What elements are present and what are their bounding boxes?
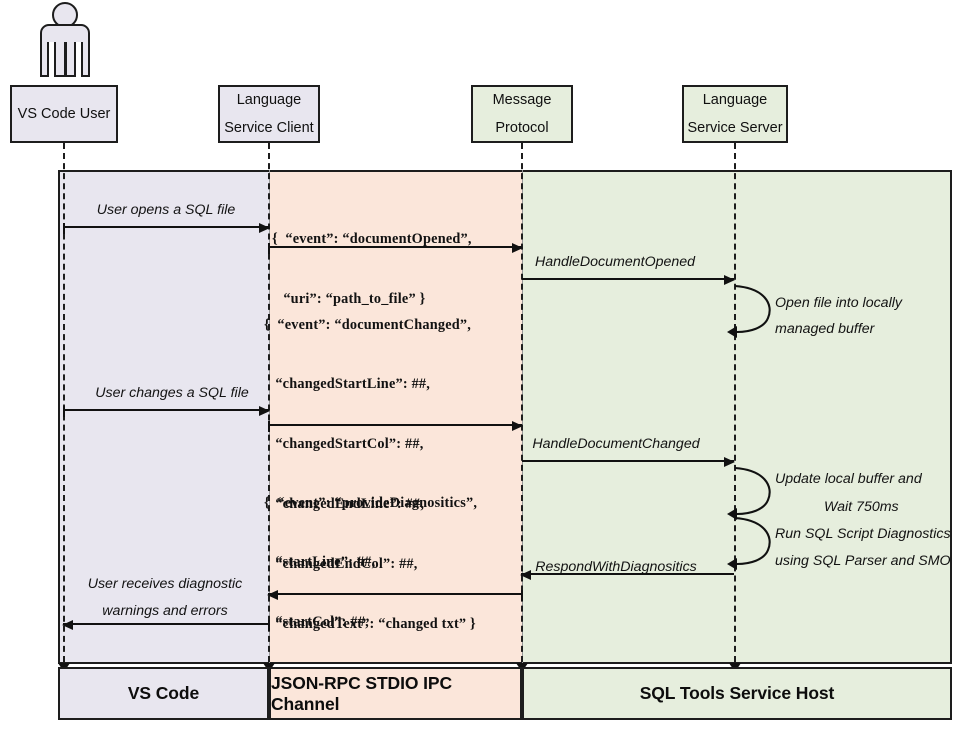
footer-sql-tools-host[interactable]: SQL Tools Service Host [522, 667, 952, 720]
footer-label: VS Code [127, 683, 200, 703]
arrow-tail [63, 223, 65, 234]
self-loop-open-file-buffer [727, 284, 771, 338]
handle-document-opened-label: HandleDocumentOpened [534, 254, 696, 270]
actor-leg-gap-left [47, 42, 56, 77]
participant-label: VS Code User [17, 105, 111, 122]
run-diagnostics-label-line2: using SQL Parser and SMO [775, 553, 951, 569]
arrow-user-changes-file [63, 405, 270, 417]
participant-vs-code-user[interactable]: VS Code User [10, 85, 118, 143]
arrow-respond-with-diagnositics [520, 569, 734, 580]
footer-label: SQL Tools Service Host [639, 683, 835, 703]
document-opened-payload: { “event”: “documentOpened”, “uri”: “pat… [272, 203, 472, 335]
user-receives-diag-label-line2: warnings and errors [102, 603, 228, 619]
self-loop-run-diagnostics [727, 516, 771, 570]
footer-jsonrpc[interactable]: JSON-RPC STDIO IPC Channel [269, 667, 522, 720]
self-loop-update-buffer-wait [727, 466, 771, 520]
json-line: “changedText”: “changed txt” } [264, 616, 476, 633]
participant-language-service-server[interactable]: Language Service Server [682, 85, 788, 143]
participant-message-protocol[interactable]: Message Protocol [471, 85, 573, 143]
json-line: { “event”: “documentChanged”, [264, 316, 472, 333]
user-changes-file-label: User changes a SQL file [95, 385, 249, 401]
arrow-head-icon [724, 274, 735, 285]
participant-label-line2: Service Client [224, 119, 314, 136]
arrow-handle-document-opened [522, 274, 735, 285]
arrow-head-icon [259, 405, 270, 416]
arrow-head-icon [512, 420, 523, 431]
json-line: { “event”: “documentOpened”, [272, 230, 472, 247]
arrow-head-icon [259, 222, 270, 233]
open-file-buffer-label-line1: Open file into locally [775, 295, 902, 311]
actor-leg-gap-right [74, 42, 83, 77]
json-line: “changedEndLine”: ##, [264, 496, 425, 513]
arrow-document-opened-to-protocol [268, 242, 523, 254]
participant-label-line2: Service Server [687, 119, 783, 136]
json-line: “startLine”: ##, [264, 554, 376, 571]
user-receives-diag-label-line1: User receives diagnostic [87, 576, 243, 592]
participant-label-line1: Language [236, 92, 302, 108]
user-opens-file-label: User opens a SQL file [96, 202, 236, 218]
lifeline-message-protocol [521, 143, 523, 672]
open-file-buffer-label-line2: managed buffer [775, 321, 875, 337]
respond-with-diagnositics-label: RespondWithDiagnositics [535, 559, 697, 575]
actor-leg-split [64, 42, 67, 77]
arrow-handle-document-changed [522, 456, 735, 467]
band-sql-tools-host [522, 170, 952, 664]
arrow-user-receives-diagnostics [62, 619, 270, 631]
footer-label: JSON-RPC STDIO IPC Channel [271, 672, 453, 714]
arrow-document-changed-to-protocol [268, 420, 523, 432]
arrow-user-opens-file [63, 222, 270, 234]
footer-vs-code[interactable]: VS Code [58, 667, 269, 720]
arrow-diagnositics-to-client [267, 589, 523, 601]
band-vs-code [58, 170, 269, 664]
json-line: “changedStartCol”: ##, [264, 436, 424, 453]
arrow-head-icon [267, 589, 278, 600]
json-line: “changedStartLine”: ##, [264, 376, 431, 393]
participant-label-line1: Language [702, 92, 768, 108]
json-line: { “event”: “provideDiagnositics”, [264, 494, 478, 511]
arrow-head-icon [62, 619, 73, 630]
document-changed-payload: { “event”: “documentChanged”, “changedSt… [264, 289, 476, 660]
arrow-tail [521, 590, 523, 601]
participant-label-line1: Message [492, 92, 552, 108]
arrow-tail [268, 243, 270, 254]
arrow-head-icon [512, 242, 523, 253]
arrow-tail [268, 421, 270, 432]
arrow-head-icon [724, 456, 735, 467]
arrow-head-icon [520, 569, 531, 580]
band-jsonrpc [269, 170, 522, 664]
json-line: “uri”: “path_to_file” } [272, 291, 426, 308]
lifeline-language-service-server [734, 143, 736, 672]
json-line: “changedEndCol”: ##, [264, 556, 418, 573]
arrow-tail [268, 620, 270, 631]
participant-language-service-client[interactable]: Language Service Client [218, 85, 320, 143]
run-diagnostics-label-line1: Run SQL Script Diagnostics [775, 526, 951, 542]
participant-label-line2: Protocol [495, 119, 549, 136]
update-buffer-wait-label-line1: Update local buffer and [775, 471, 922, 487]
arrow-tail [63, 406, 65, 417]
update-buffer-wait-label-line2: Wait 750ms [824, 499, 899, 515]
json-line: “startCol”: ##, [264, 614, 369, 631]
handle-document-changed-label: HandleDocumentChanged [532, 436, 700, 452]
